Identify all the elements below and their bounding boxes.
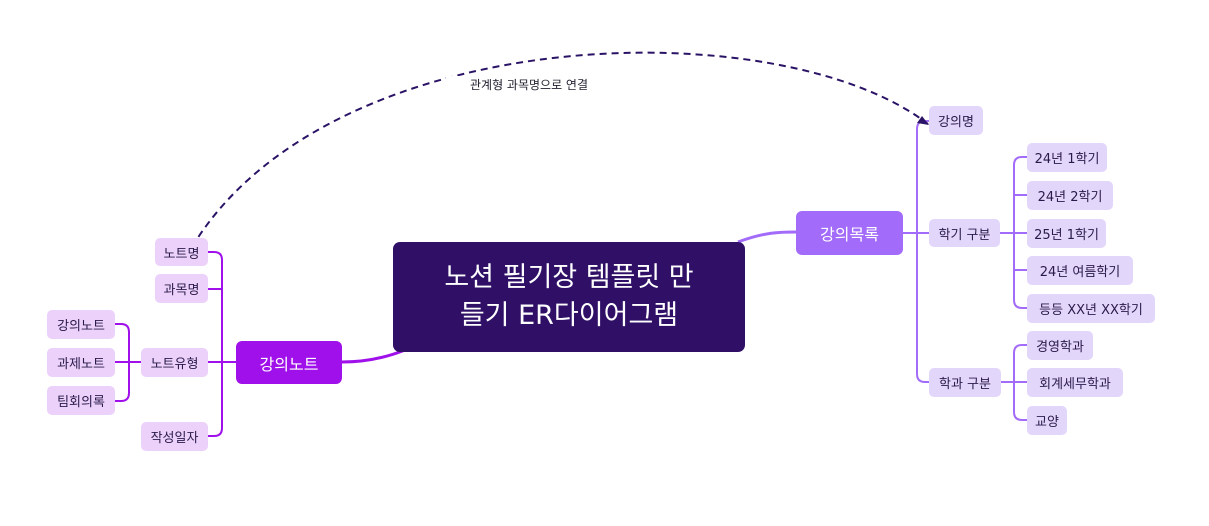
node-department-item[interactable]: 교양: [1027, 406, 1067, 435]
node-note-type-category[interactable]: 노트유형: [141, 348, 208, 377]
node-note-type-item[interactable]: 팀회의록: [47, 386, 115, 415]
connector-note-type-items: [115, 323, 141, 402]
relationship-label: 관계형 과목명으로 연결: [446, 76, 612, 94]
node-note-name[interactable]: 노트명: [155, 238, 208, 266]
central-topic-line-1: 노션 필기장 템플릿 만: [444, 262, 694, 293]
node-subject-name[interactable]: 과목명: [155, 274, 208, 303]
node-department-item[interactable]: 회계세무학과: [1027, 368, 1123, 397]
connector-department-items: [1000, 344, 1027, 421]
central-topic-line-2: 들기 ER다이어그램: [459, 300, 679, 331]
node-semester-item[interactable]: 24년 2학기: [1027, 181, 1113, 210]
node-note-type-item[interactable]: 과제노트: [47, 348, 115, 377]
connector-left-main-to-children: [208, 251, 236, 437]
central-topic[interactable]: 노션 필기장 템플릿 만 들기 ER다이어그램: [393, 242, 745, 352]
node-semester-category[interactable]: 학기 구분: [929, 219, 1000, 247]
node-note-type-item[interactable]: 강의노트: [47, 310, 115, 339]
connector-central-to-left: [341, 348, 406, 364]
connector-right-main-to-children: [903, 120, 930, 383]
node-department-item[interactable]: 경영학과: [1027, 331, 1093, 360]
node-lecture-name[interactable]: 강의명: [929, 106, 983, 135]
node-semester-item[interactable]: 24년 여름학기: [1027, 256, 1133, 285]
node-created-date[interactable]: 작성일자: [141, 422, 208, 451]
node-department-category[interactable]: 학과 구분: [929, 368, 1001, 397]
branch-lecture-list[interactable]: 강의목록: [796, 211, 903, 255]
branch-lecture-notes[interactable]: 강의노트: [236, 341, 342, 384]
connector-central-to-right: [737, 230, 797, 244]
connector-semester-items: [1000, 156, 1027, 309]
relationship-dashed-curve: [191, 51, 929, 248]
node-semester-item[interactable]: 등등 XX년 XX학기: [1027, 294, 1155, 323]
relationship-arrowhead: [917, 116, 929, 125]
node-semester-item[interactable]: 24년 1학기: [1027, 143, 1107, 172]
node-semester-item[interactable]: 25년 1학기: [1027, 219, 1106, 248]
